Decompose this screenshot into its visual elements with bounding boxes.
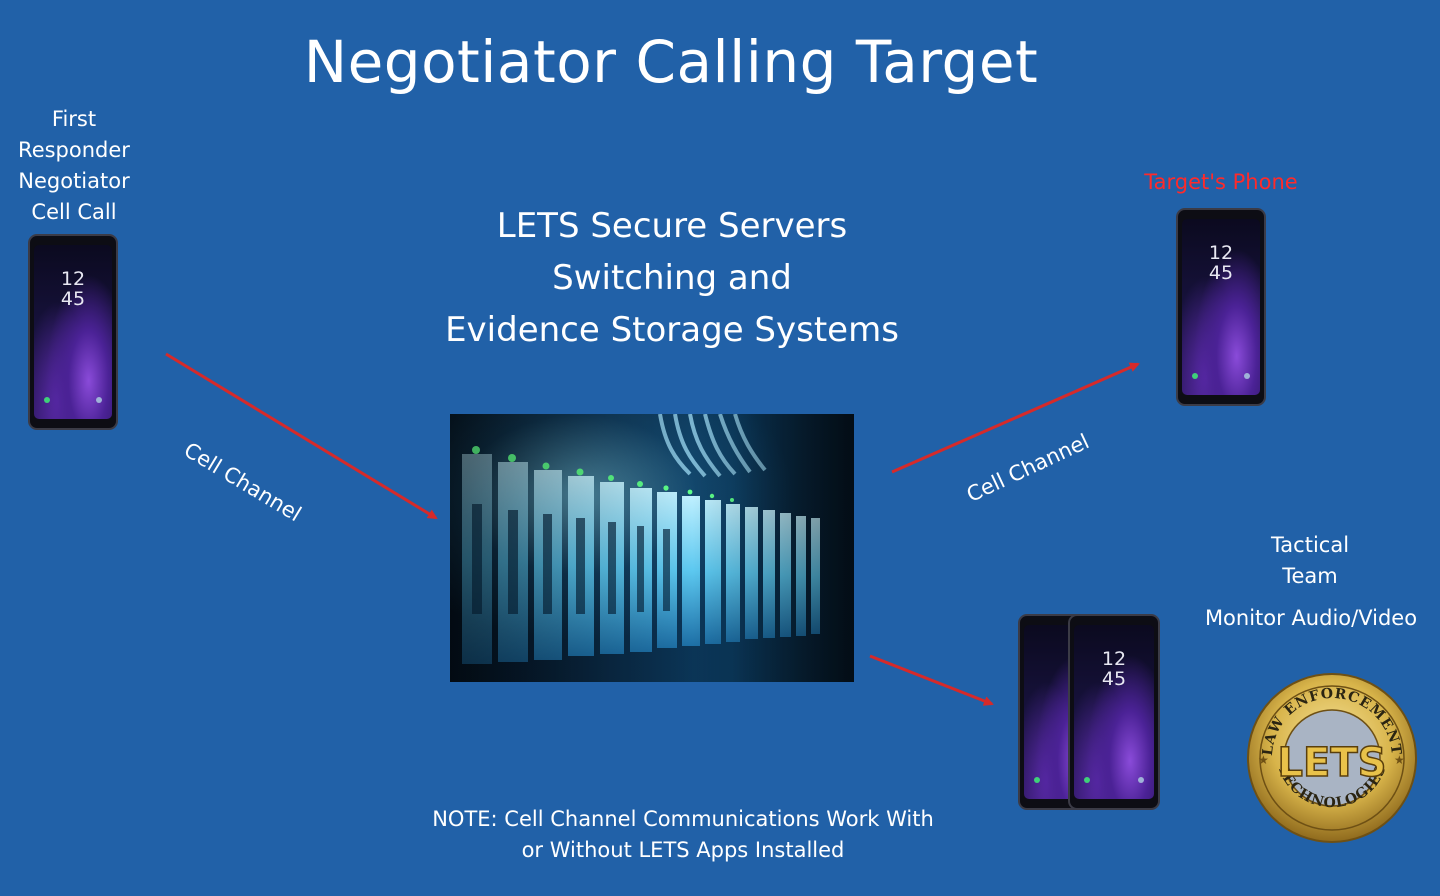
seal-center-text: LETS <box>1278 740 1387 786</box>
phone-screen: 12 45 <box>34 245 112 419</box>
first-responder-line-1: First <box>51 107 97 131</box>
note-line-2: or Without LETS Apps Installed <box>521 838 845 862</box>
server-rack-drawing <box>450 414 854 682</box>
phone-clock-hour: 12 <box>1101 648 1127 670</box>
monitor-audio-video-label: Monitor Audio/Video <box>1204 606 1418 630</box>
first-responder-line-2: Responder <box>18 138 130 162</box>
phone-clock-minute: 45 <box>60 288 86 310</box>
lets-seal-logo: LAW ENFORCEMENT TECHNOLOGIES LETS ★ ★ <box>1247 673 1417 843</box>
target-phone-label: Target's Phone <box>1144 170 1298 194</box>
phone-screen: 12 45 <box>1182 219 1260 395</box>
phone-clock-hour: 12 <box>1208 242 1234 264</box>
tactical-phone-front: 12 45 <box>1068 614 1160 810</box>
negotiator-phone: 12 45 <box>28 234 118 430</box>
note-line-1: NOTE: Cell Channel Communications Work W… <box>432 807 934 831</box>
phone-call-icon <box>1192 373 1198 379</box>
tactical-team-line-2: Team <box>1282 564 1338 588</box>
first-responder-line-4: Cell Call <box>31 200 117 224</box>
phone-screen: 12 45 <box>1074 625 1154 799</box>
seal-star-icon: ★ <box>1394 753 1405 767</box>
phone-camera-icon <box>1138 777 1144 783</box>
servers-label-line-1: LETS Secure Servers <box>496 206 848 246</box>
first-responder-label: First Responder Negotiator Cell Call <box>0 104 148 228</box>
servers-label: LETS Secure Servers Switching and Eviden… <box>372 200 972 356</box>
phone-clock-minute: 45 <box>1208 262 1234 284</box>
phone-clock-minute: 45 <box>1101 668 1127 690</box>
phone-call-icon <box>1084 777 1090 783</box>
phone-clock: 12 45 <box>34 269 112 309</box>
phone-clock: 12 45 <box>1074 649 1154 689</box>
diagram-title: Negotiator Calling Target <box>303 28 1039 96</box>
phone-call-icon <box>1034 777 1040 783</box>
tactical-team-label: Tactical Team <box>1232 530 1388 592</box>
phone-clock: 12 45 <box>1182 243 1260 283</box>
phone-clock-hour: 12 <box>60 268 86 290</box>
arrow-servers-to-target <box>891 362 1140 474</box>
seal-star-icon: ★ <box>1258 753 1269 767</box>
servers-label-line-2: Switching and <box>552 258 792 298</box>
server-rack-image <box>450 414 854 682</box>
note: NOTE: Cell Channel Communications Work W… <box>380 804 986 866</box>
target-phone: 12 45 <box>1176 208 1266 406</box>
first-responder-line-3: Negotiator <box>18 169 130 193</box>
phone-call-icon <box>44 397 50 403</box>
phone-camera-icon <box>96 397 102 403</box>
arrow-negotiator-to-servers <box>165 352 438 520</box>
phone-camera-icon <box>1244 373 1250 379</box>
servers-label-line-3: Evidence Storage Systems <box>445 310 899 350</box>
tactical-team-line-1: Tactical <box>1270 533 1350 557</box>
arrow-servers-to-tactical <box>869 654 994 706</box>
